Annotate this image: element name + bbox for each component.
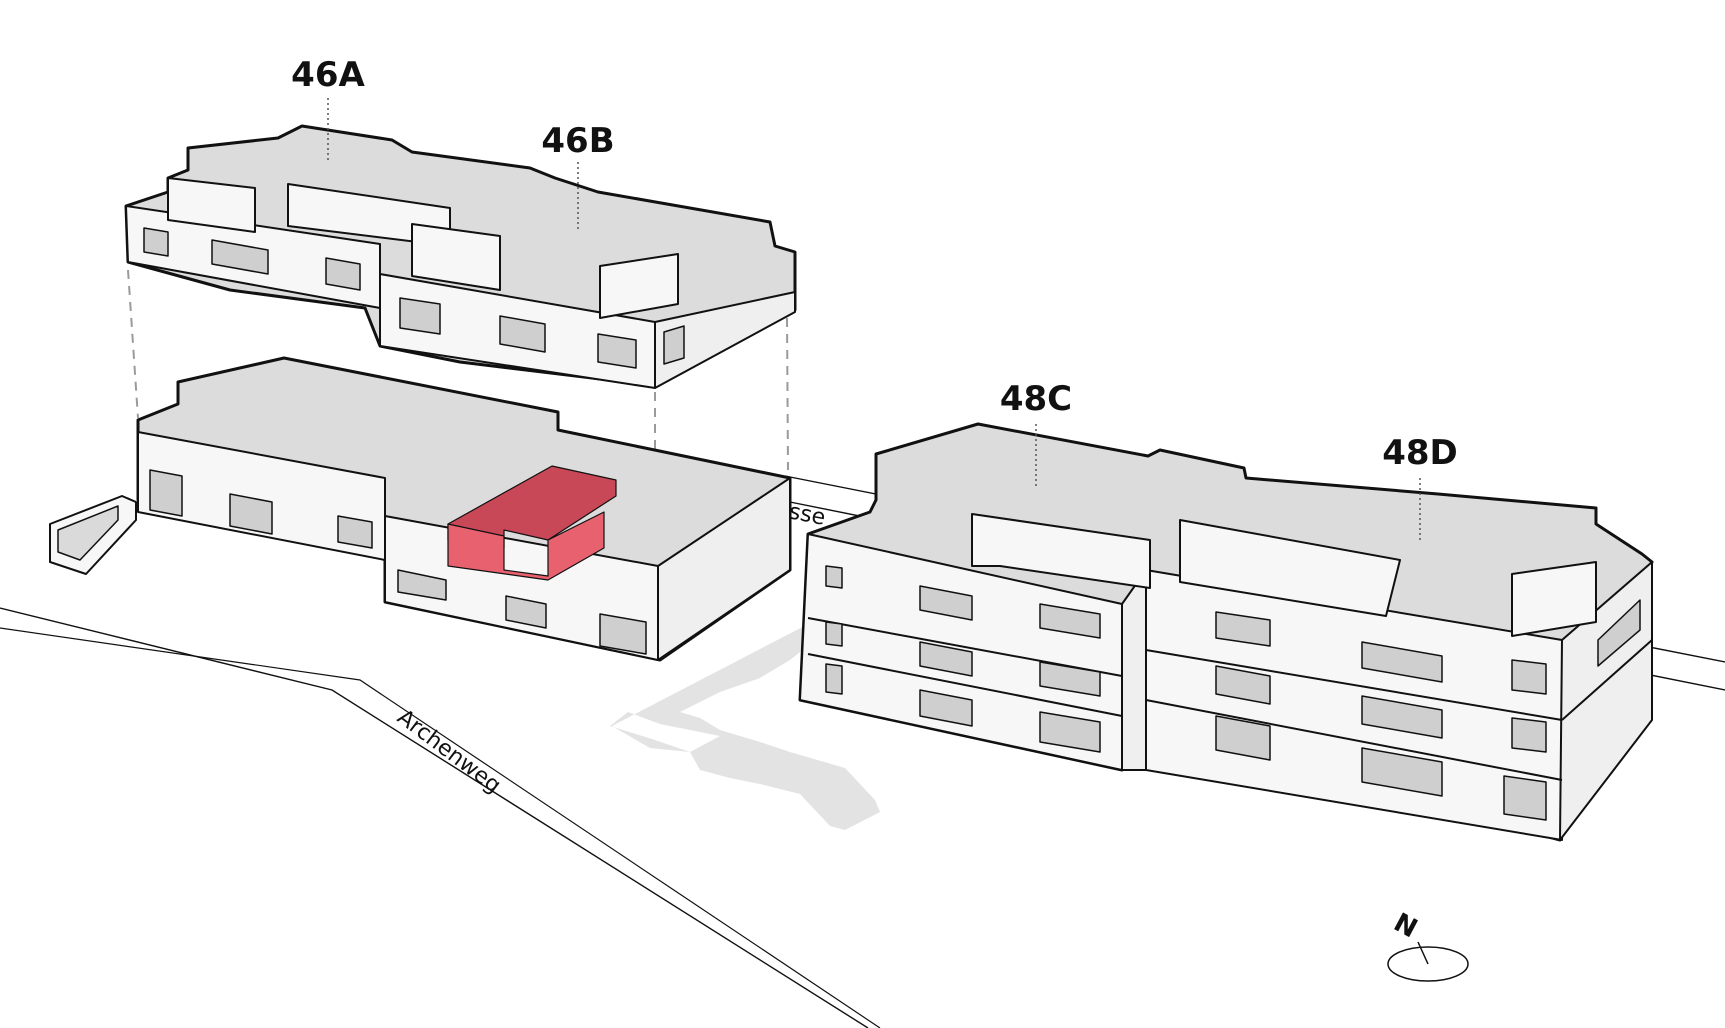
terrace-48d-end	[1511, 561, 1597, 637]
footpath	[610, 622, 880, 830]
archenweg-edge-bottom	[0, 627, 881, 1028]
north-compass: N	[1387, 908, 1469, 982]
building-46-lower	[49, 356, 792, 662]
stair-wall-left-inner	[57, 505, 119, 561]
wall-48c-side	[1121, 569, 1147, 771]
label-46b: 46B	[541, 121, 614, 161]
terrace-wall-46a	[167, 177, 256, 233]
terrace-48c	[971, 513, 1151, 589]
highlighted-unit-front	[447, 511, 605, 581]
terrace-wall-46b	[411, 223, 501, 291]
openings-46-lower	[149, 469, 647, 655]
building-48	[798, 422, 1654, 842]
guide-line-right	[786, 317, 789, 471]
windows-48	[825, 565, 1641, 821]
street-label-archenweg: Archenweg	[392, 705, 505, 799]
compass-needle	[1417, 941, 1429, 965]
terrace-wall-46b-b	[599, 253, 679, 319]
compass-north-label: N	[1389, 908, 1422, 945]
wall-46b-side	[654, 291, 796, 389]
label-46a: 46A	[291, 55, 365, 95]
windows-46-upper	[143, 227, 685, 369]
guide-line-left	[127, 269, 139, 419]
terrace-48d	[1179, 519, 1401, 617]
label-48c: 48C	[1000, 379, 1072, 419]
floor-lines-48	[807, 617, 1653, 781]
street-label-upper-fragment: sse	[787, 499, 828, 530]
building-46-upper	[124, 124, 797, 389]
archenweg-edge-top	[0, 607, 869, 1028]
label-48d: 48D	[1382, 433, 1458, 473]
wall-46-lower-side	[657, 477, 791, 661]
compass-ellipse	[1387, 946, 1469, 982]
label-leaders	[327, 98, 1421, 540]
